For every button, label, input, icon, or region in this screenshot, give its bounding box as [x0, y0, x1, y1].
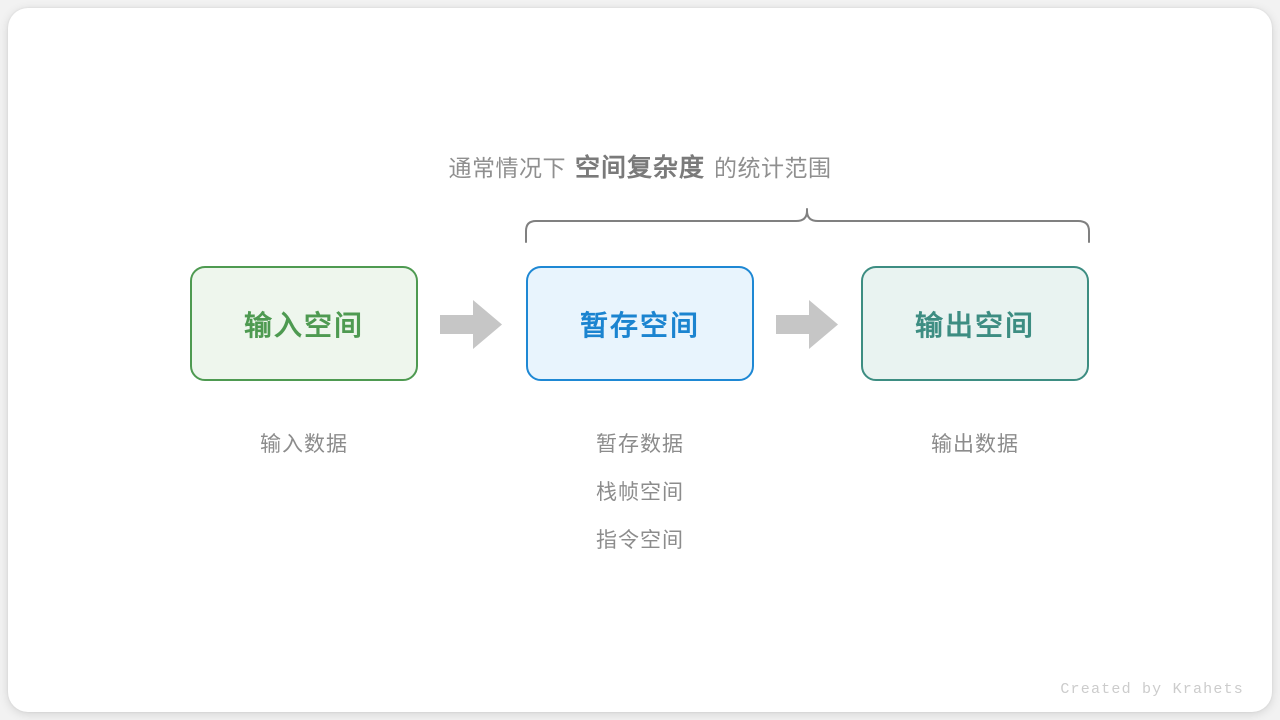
caption-column-input: 输入数据 [190, 421, 418, 469]
box-output-space-label: 输出空间 [914, 309, 1035, 341]
caption-line: 指令空间 [596, 529, 684, 552]
box-captions: 输入数据 暂存数据 栈帧空间 指令空间 输出数据 [0, 421, 1280, 561]
heading-prefix: 通常情况下 [448, 155, 566, 181]
caption-column-temp: 暂存数据 栈帧空间 指令空间 [526, 421, 754, 565]
box-output-space[interactable]: 输出空间 [861, 266, 1089, 381]
curly-brace-icon [525, 208, 1090, 243]
arrow-temp-to-output [776, 300, 838, 349]
right-arrow-icon [440, 300, 502, 349]
curly-brace [515, 198, 1101, 250]
heading-emphasis: 空间复杂度 [574, 154, 705, 182]
heading-text: 通常情况下空间复杂度的统计范围 [0, 148, 1280, 184]
arrow-input-to-temp [440, 300, 502, 349]
caption-column-output: 输出数据 [861, 421, 1089, 469]
caption-line: 输入数据 [260, 433, 348, 456]
heading-suffix: 的统计范围 [714, 155, 832, 181]
right-arrow-icon [776, 300, 838, 349]
space-boxes: 输入空间 暂存空间 输出空间 [0, 266, 1280, 382]
box-input-space[interactable]: 输入空间 [190, 266, 418, 381]
box-temp-space-label: 暂存空间 [579, 309, 700, 341]
caption-line: 输出数据 [931, 433, 1019, 456]
caption-line: 栈帧空间 [596, 481, 684, 504]
caption-line: 暂存数据 [596, 433, 684, 456]
box-input-space-label: 输入空间 [243, 309, 364, 341]
box-temp-space[interactable]: 暂存空间 [526, 266, 754, 381]
footer-credit: Created by Krahets [1060, 681, 1244, 698]
